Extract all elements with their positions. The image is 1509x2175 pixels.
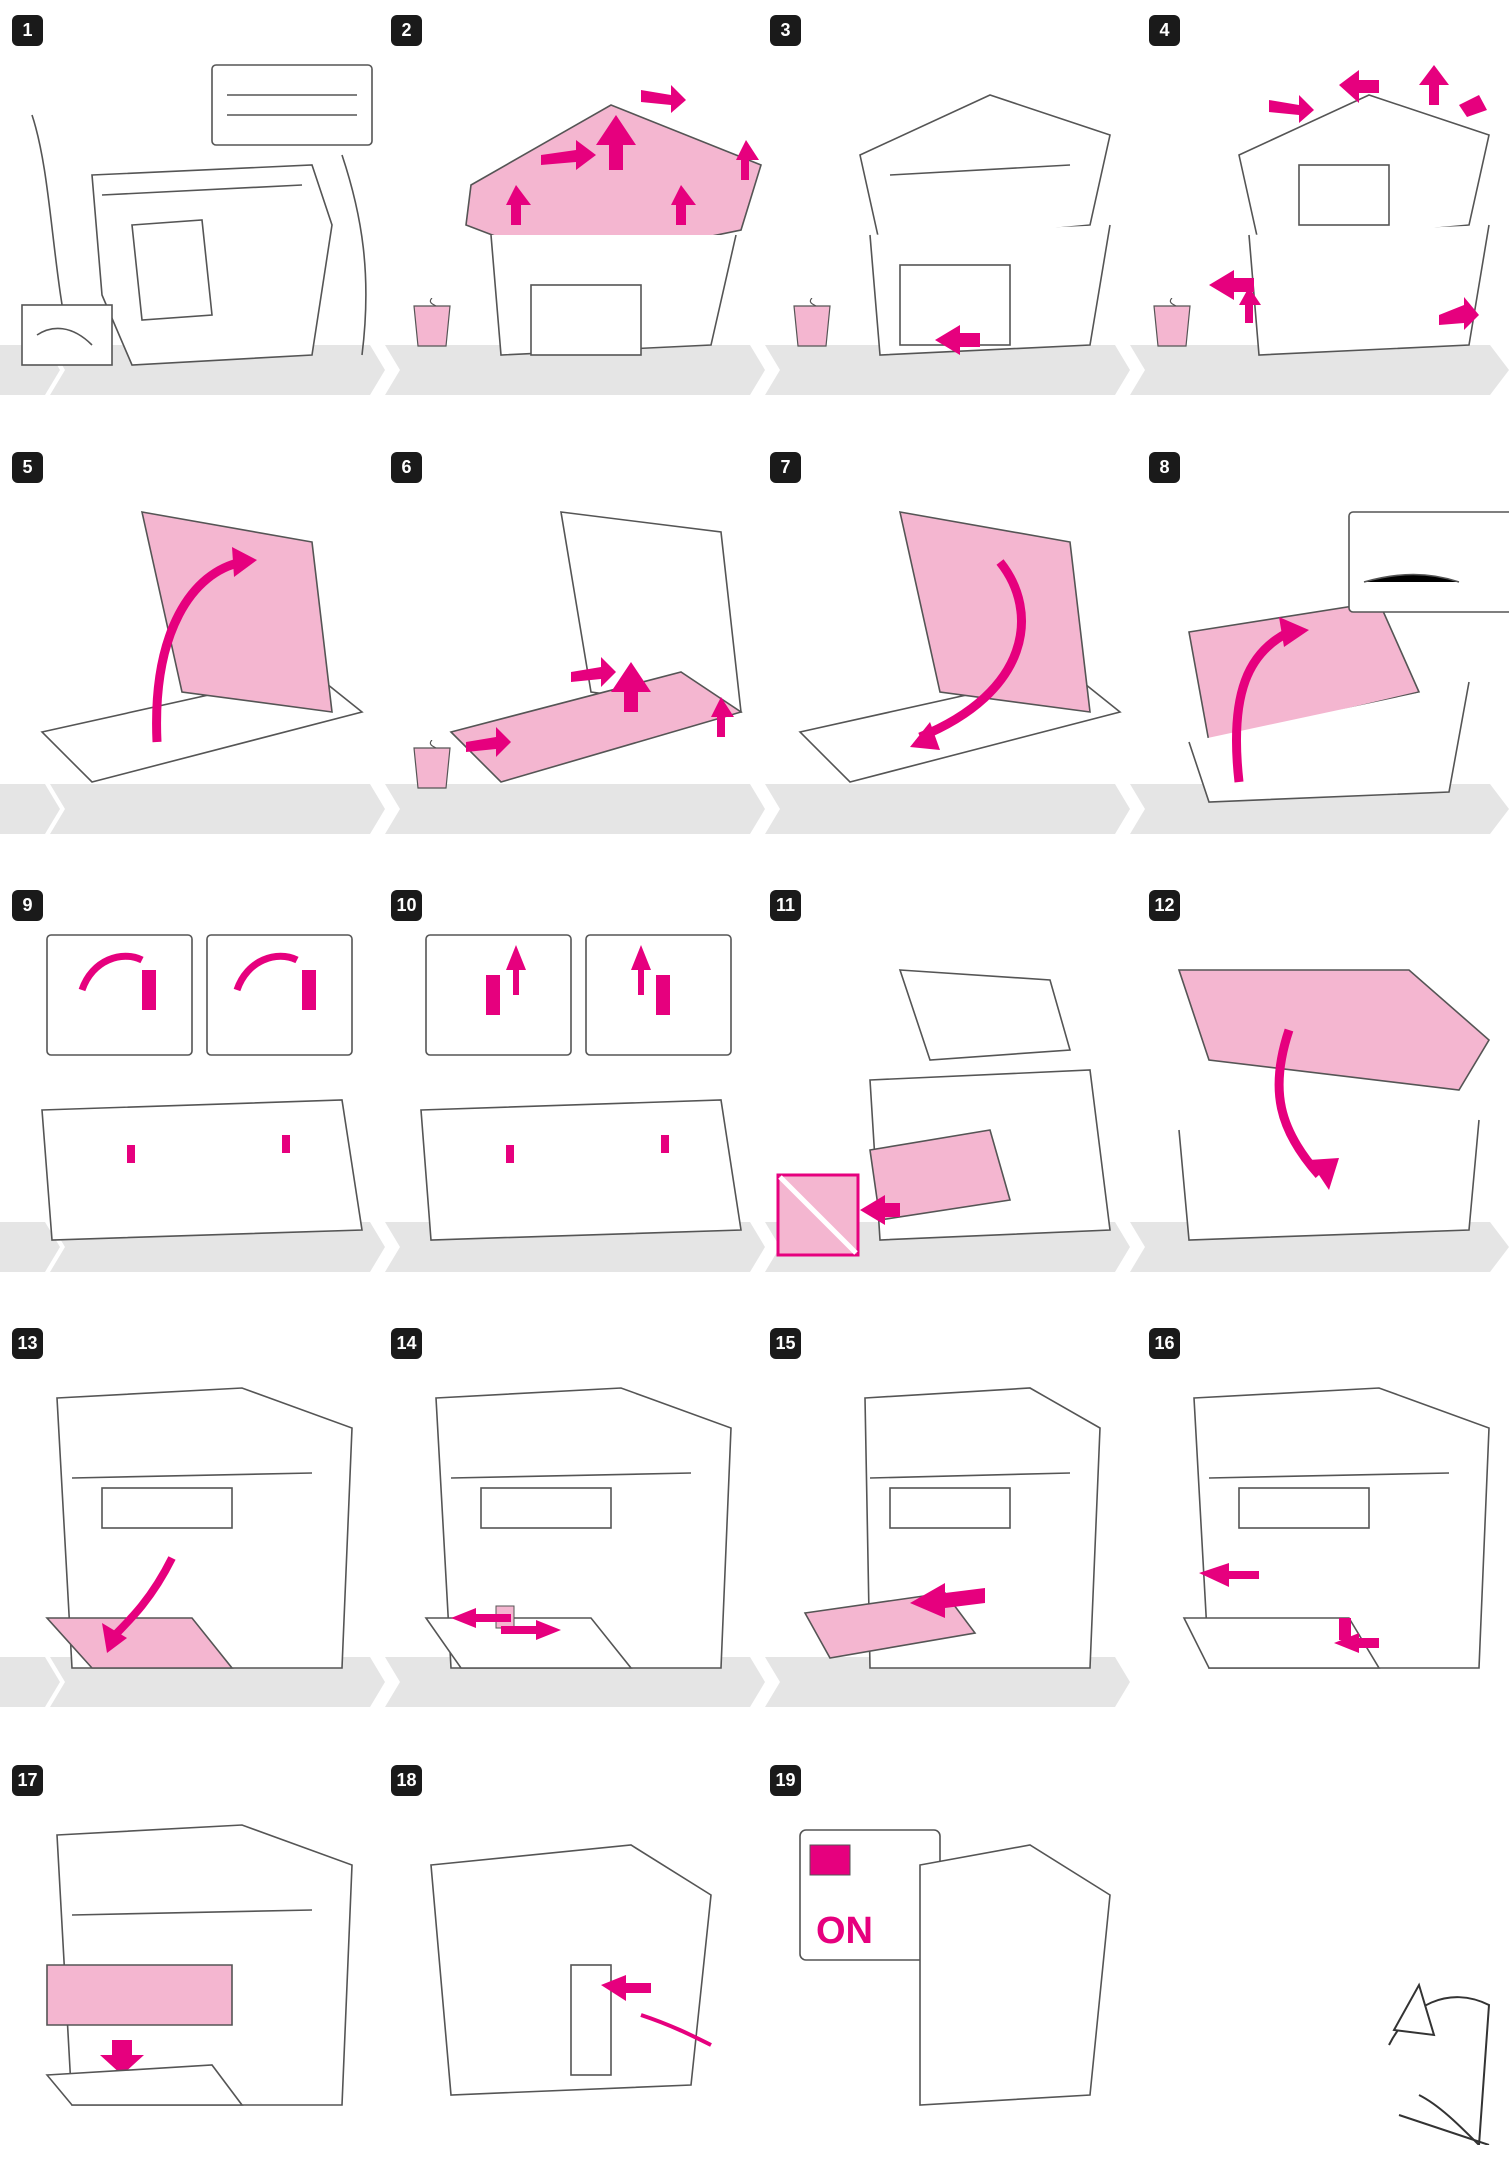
recycle-bin-icon	[790, 298, 834, 348]
step-10: 10	[391, 890, 771, 1300]
attach-dust-cover-illustration	[12, 1805, 392, 2115]
step-number: 15	[770, 1328, 801, 1359]
step-13: 13	[12, 1328, 392, 1738]
step-2: 2	[391, 15, 771, 425]
power-on-illustration	[770, 1805, 1150, 2115]
step-number: 11	[770, 890, 801, 921]
close-scanner-cover-illustration	[770, 492, 1150, 802]
step-18: 18	[391, 1765, 771, 2175]
step-number: 8	[1149, 452, 1180, 483]
step-number: 17	[12, 1765, 43, 1796]
connect-cable-illustration	[391, 1805, 771, 2115]
printer-lift-illustration	[12, 55, 392, 365]
step-16: 16	[1149, 1328, 1509, 1738]
step-7: 7	[770, 452, 1150, 862]
step-3: 3	[770, 15, 1150, 425]
step-4: 4	[1149, 15, 1509, 425]
step-15: 15	[770, 1328, 1150, 1738]
step-number: 18	[391, 1765, 422, 1796]
lift-scanner-unit-illustration	[1149, 492, 1509, 802]
open-paper-tray-illustration	[12, 1368, 392, 1678]
step-14: 14	[391, 1328, 771, 1738]
close-scanner-unit-illustration	[1149, 930, 1509, 1240]
step-number: 12	[1149, 890, 1180, 921]
step-17: 17	[12, 1765, 392, 2175]
power-on-label: ON	[816, 1910, 873, 1953]
step-number: 1	[12, 15, 43, 46]
adjust-paper-guides-illustration	[391, 1368, 771, 1678]
slide-guides-illustration	[1149, 1368, 1509, 1678]
recycle-bin-icon	[1150, 298, 1194, 348]
rotate-levers-illustration	[12, 930, 392, 1240]
load-paper-illustration	[770, 1368, 1150, 1678]
step-number: 16	[1149, 1328, 1180, 1359]
step-number: 2	[391, 15, 422, 46]
step-number: 4	[1149, 15, 1180, 46]
recycle-bin-icon	[410, 298, 454, 348]
step-number: 3	[770, 15, 801, 46]
step-number: 9	[12, 890, 43, 921]
step-number: 7	[770, 452, 801, 483]
step-6: 6	[391, 452, 771, 862]
step-number: 19	[770, 1765, 801, 1796]
remove-all-tapes-illustration	[1149, 55, 1509, 365]
step-number: 6	[391, 452, 422, 483]
step-number: 13	[12, 1328, 43, 1359]
step-12: 12	[1149, 890, 1509, 1300]
recycle-bin-icon	[410, 740, 454, 790]
remove-protective-sheet-illustration	[770, 930, 1150, 1240]
step-number: 10	[391, 890, 422, 921]
step-19: 19 ON	[770, 1765, 1150, 2175]
step-number: 5	[12, 452, 43, 483]
step-8: 8	[1149, 452, 1509, 862]
page-turn-arrow-icon	[1379, 1945, 1509, 2145]
step-9: 9	[12, 890, 392, 1300]
step-5: 5	[12, 452, 392, 862]
step-1: 1	[12, 15, 392, 425]
open-scanner-cover-illustration	[12, 492, 392, 802]
pull-up-levers-illustration	[391, 930, 771, 1240]
step-11: 11	[770, 890, 1150, 1300]
step-number: 14	[391, 1328, 422, 1359]
